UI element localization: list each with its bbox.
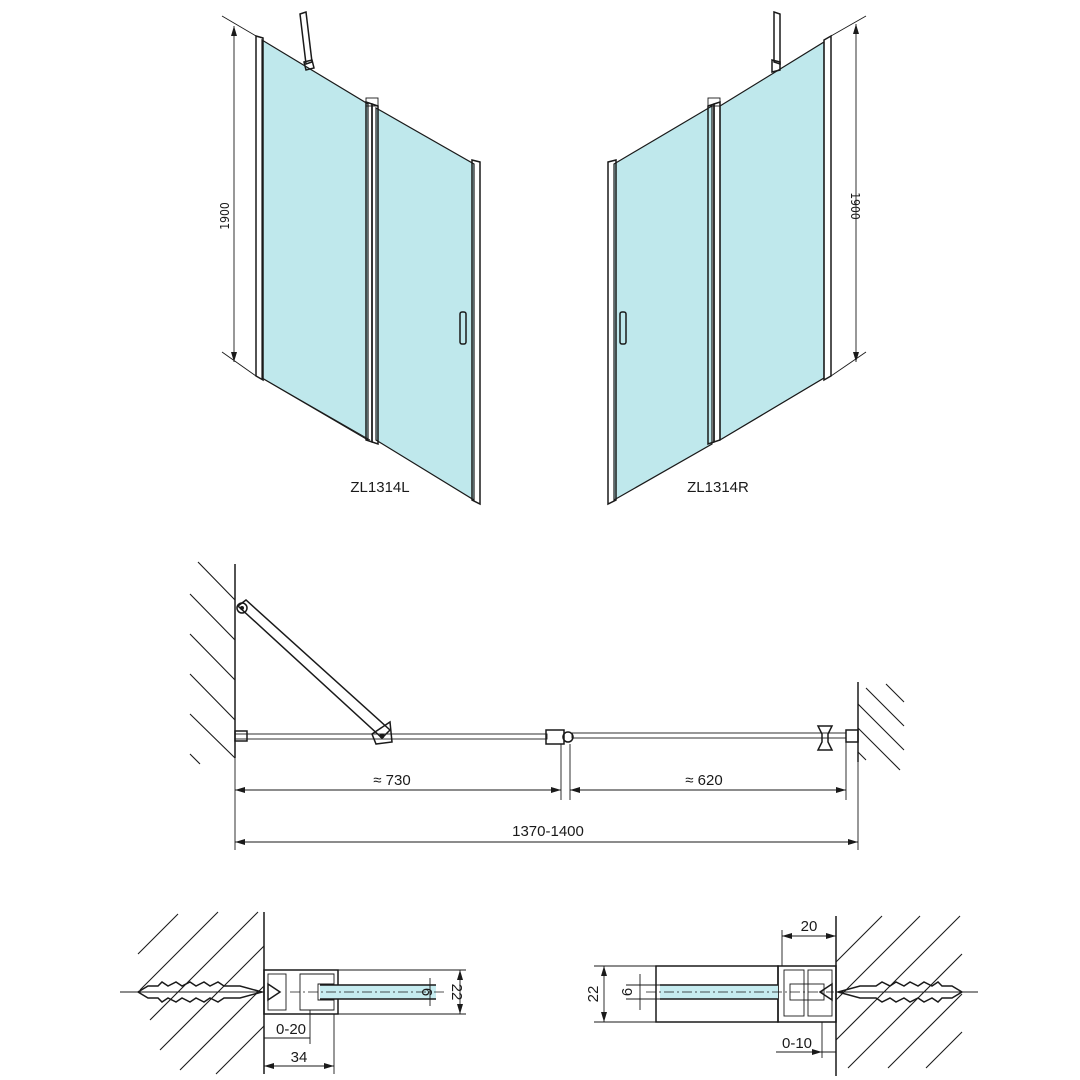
- height-left-label: 1900: [218, 202, 232, 230]
- door-end-profile-right: [607, 159, 617, 506]
- wall-bracket-left: [234, 730, 248, 742]
- detail-right-profile-dim: 22: [585, 986, 602, 1003]
- plan-support-arm: [236, 599, 392, 740]
- detail-left-adjust-dim: 0-20: [276, 1021, 306, 1038]
- door-hinge-profile: [371, 102, 379, 446]
- door-panel-glass-right: [613, 104, 713, 502]
- door-end-profile: [471, 159, 481, 506]
- dim-fixed-width: ≈ 730: [373, 772, 410, 789]
- detail-left-glass-dim: 6: [418, 988, 435, 996]
- elevation-right: 1900 ZL1314R: [607, 10, 867, 506]
- door-hinge-profile-right: [707, 102, 715, 446]
- door-handle-icon: [459, 311, 467, 345]
- screw-head-icon: [267, 982, 282, 1002]
- arm-pivot-icon: [236, 602, 248, 614]
- support-arm-right: [773, 10, 781, 66]
- dim-total-width: 1370-1400: [512, 823, 584, 840]
- detail-left-glass: [320, 985, 436, 999]
- hinge-cap-right: [707, 97, 721, 107]
- support-arm-clamp: [303, 59, 315, 71]
- elevation-left: 1900 ZL1314L: [218, 10, 481, 506]
- detail-right-glass-dim: 6: [619, 988, 636, 996]
- detail-right-top-dim: 20: [801, 918, 818, 935]
- height-right-label: 1900: [848, 192, 862, 220]
- model-right-label: ZL1314R: [687, 479, 749, 496]
- fixed-panel-glass-right: [719, 40, 825, 442]
- hinge-pin-icon: [562, 731, 574, 743]
- detail-left-profile-dim: 22: [448, 984, 465, 1001]
- wall-bracket-right: [845, 729, 859, 743]
- plan-handle-icon: [816, 725, 834, 751]
- support-arm: [299, 10, 313, 66]
- detail-right-adjust-dim: 0-10: [782, 1035, 812, 1052]
- right-wall-hatch: [857, 683, 905, 771]
- model-left-label: ZL1314L: [350, 479, 409, 496]
- door-glass-plan: [571, 732, 847, 739]
- detail-right: 6 22 20 0-10: [585, 915, 978, 1076]
- support-arm-clamp-right: [771, 59, 781, 73]
- detail-left-width-dim: 34: [291, 1049, 308, 1066]
- fixed-panel-glass: [261, 38, 369, 442]
- middle-profile-right: [713, 100, 721, 444]
- door-panel-glass: [375, 106, 475, 502]
- detail-right-profile: [777, 965, 837, 1023]
- detail-left: 6 22 0-20 34: [120, 911, 466, 1075]
- arm-clamp: [371, 720, 393, 745]
- wall-profile-right: [823, 34, 832, 382]
- left-wall-hatch: [189, 561, 236, 765]
- door-handle-icon-right: [619, 311, 627, 345]
- wall-profile: [255, 35, 264, 382]
- plan-view: ≈ 730 ≈ 620 1370-1400: [189, 561, 905, 850]
- hinge-block: [545, 729, 565, 745]
- dim-door-width: ≈ 620: [685, 772, 722, 789]
- hinge-cap: [365, 97, 379, 107]
